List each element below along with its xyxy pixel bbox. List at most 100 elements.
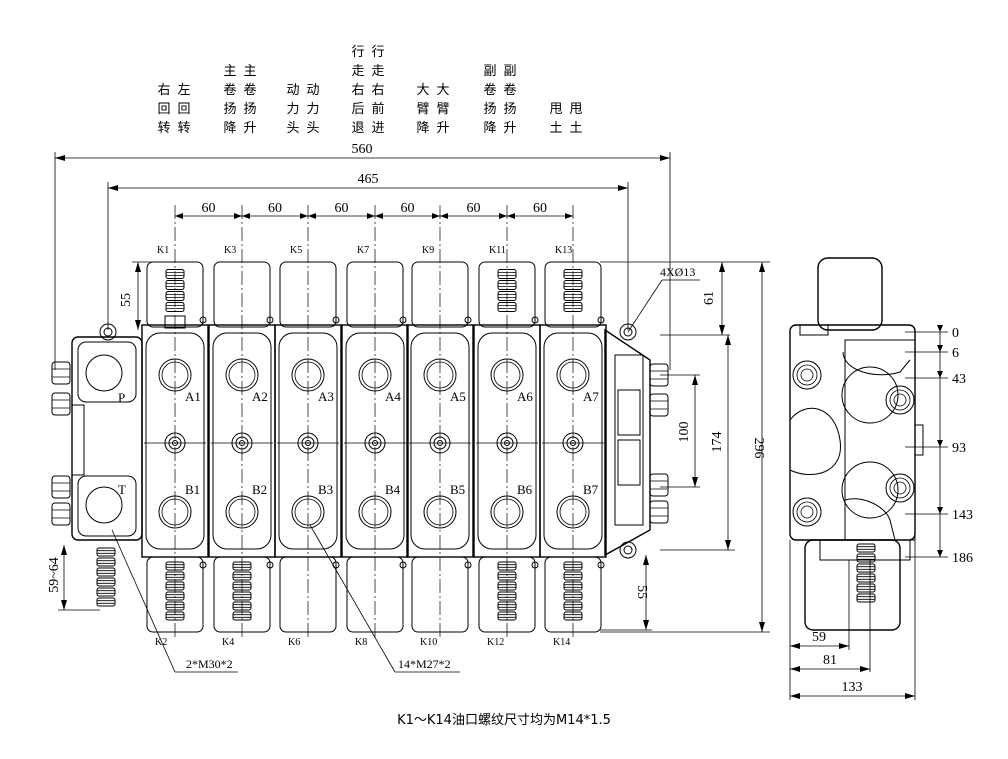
dim-pitch-1: 60 bbox=[202, 201, 216, 216]
function-label-8: 行走右前进 bbox=[371, 45, 384, 136]
dim-pitch-2: 60 bbox=[268, 201, 282, 216]
dim-pitch-5: 60 bbox=[467, 201, 481, 216]
function-label-1: 右回转 bbox=[157, 83, 170, 136]
port-p-label: P bbox=[118, 390, 125, 405]
svg-text:动力头: 动力头 bbox=[286, 83, 299, 136]
dim-59-64: 59~64 bbox=[47, 557, 62, 593]
function-label-10: 大臂升 bbox=[436, 83, 449, 136]
port-k-bottom-label: K2 bbox=[155, 637, 167, 648]
svg-text:行走右后退: 行走右后退 bbox=[351, 45, 364, 136]
function-label-14: 甩土 bbox=[569, 102, 582, 136]
port-k-top-label: K9 bbox=[422, 245, 434, 256]
port-k-bottom-label: K6 bbox=[288, 637, 300, 648]
svg-text:大臂降: 大臂降 bbox=[416, 83, 429, 136]
side-bolt bbox=[792, 497, 822, 527]
thread-note: K1～K14油口螺纹尺寸均为M14*1.5 bbox=[397, 713, 611, 728]
port-t-label: T bbox=[118, 482, 126, 497]
port-k-bottom-label: K10 bbox=[420, 637, 437, 648]
port-b-label: B1 bbox=[185, 482, 200, 497]
svg-text:大臂升: 大臂升 bbox=[436, 83, 449, 136]
port-k-bottom-label: K8 bbox=[355, 637, 367, 648]
port-a-label: A1 bbox=[185, 389, 201, 404]
port-k-top-label: K11 bbox=[489, 245, 506, 256]
callouts: 4XØ13 2*M30*2 14*M27*2 bbox=[111, 265, 700, 673]
port-k-top-label: K1 bbox=[157, 245, 169, 256]
dim-174: 174 bbox=[710, 432, 725, 453]
dim-560: 560 bbox=[352, 142, 373, 157]
svg-text:副卷扬降: 副卷扬降 bbox=[483, 64, 496, 136]
dim-side-143: 143 bbox=[952, 508, 973, 523]
function-label-13: 甩土 bbox=[549, 102, 562, 136]
side-bolt bbox=[885, 473, 915, 503]
dim-pitch-3: 60 bbox=[335, 201, 349, 216]
dim-465: 465 bbox=[358, 172, 379, 187]
dim-61: 61 bbox=[702, 291, 717, 305]
port-b-label: B3 bbox=[318, 482, 333, 497]
dim-55-bottom: 55 bbox=[634, 585, 649, 599]
dim-55-top: 55 bbox=[119, 293, 134, 307]
svg-text:行走右前进: 行走右前进 bbox=[371, 45, 384, 136]
function-label-11: 副卷扬降 bbox=[483, 64, 496, 136]
function-label-3: 主卷扬降 bbox=[223, 64, 236, 136]
svg-text:甩土: 甩土 bbox=[549, 102, 562, 136]
svg-text:左回转: 左回转 bbox=[177, 83, 190, 136]
dim-side-133: 133 bbox=[842, 680, 863, 695]
port-k-bottom-label: K4 bbox=[222, 637, 234, 648]
port-k-bottom-label: K14 bbox=[553, 637, 570, 648]
function-label-7: 行走右后退 bbox=[351, 45, 364, 136]
top-dimensions: 560 465 60 60 60 60 60 60 bbox=[54, 142, 671, 370]
thread-pt-callout: 2*M30*2 bbox=[186, 657, 233, 671]
svg-text:主卷扬升: 主卷扬升 bbox=[243, 64, 256, 136]
dim-side-6: 6 bbox=[952, 346, 959, 361]
svg-text:右回转: 右回转 bbox=[157, 83, 170, 136]
thread-ab-callout: 14*M27*2 bbox=[398, 657, 451, 671]
port-b-label: B7 bbox=[583, 482, 599, 497]
port-k-top-label: K3 bbox=[224, 245, 236, 256]
dim-296: 296 bbox=[751, 438, 766, 459]
dim-side-186: 186 bbox=[952, 551, 973, 566]
dim-side-93: 93 bbox=[952, 441, 966, 456]
dim-pitch-4: 60 bbox=[401, 201, 415, 216]
dim-side-0: 0 bbox=[952, 326, 959, 341]
valve-side-view: 0 6 43 93 143 186 59 81 133 bbox=[789, 257, 973, 700]
dim-side-59: 59 bbox=[812, 630, 826, 645]
port-a-label: A2 bbox=[252, 389, 268, 404]
function-label-2: 左回转 bbox=[177, 83, 190, 136]
port-b-label: B5 bbox=[450, 482, 465, 497]
port-b-label: B4 bbox=[385, 482, 401, 497]
port-b-label: B6 bbox=[517, 482, 533, 497]
port-k-bottom-label: K12 bbox=[487, 637, 504, 648]
svg-text:甩土: 甩土 bbox=[569, 102, 582, 136]
dim-100: 100 bbox=[677, 422, 692, 443]
dim-pitch-6: 60 bbox=[533, 201, 547, 216]
hole-callout: 4XØ13 bbox=[660, 265, 695, 279]
svg-text:动力头: 动力头 bbox=[306, 83, 319, 136]
side-bolt bbox=[885, 385, 915, 415]
port-a-label: A6 bbox=[517, 389, 533, 404]
dim-side-43: 43 bbox=[952, 372, 966, 387]
function-label-9: 大臂降 bbox=[416, 83, 429, 136]
function-label-4: 主卷扬升 bbox=[243, 64, 256, 136]
port-a-label: A4 bbox=[385, 389, 401, 404]
port-k-top-label: K13 bbox=[555, 245, 572, 256]
function-label-12: 副卷扬升 bbox=[503, 64, 516, 136]
port-k-top-label: K5 bbox=[290, 245, 302, 256]
side-bolt bbox=[792, 360, 822, 390]
function-label-6: 动力头 bbox=[306, 83, 319, 136]
port-k-top-label: K7 bbox=[357, 245, 369, 256]
port-a-label: A5 bbox=[450, 389, 466, 404]
port-a-label: A3 bbox=[318, 389, 334, 404]
function-label-5: 动力头 bbox=[286, 83, 299, 136]
port-a-label: A7 bbox=[583, 389, 599, 404]
vertical-dimensions: 55 59~64 55 61 100 174 bbox=[47, 261, 770, 633]
dim-side-81: 81 bbox=[823, 653, 837, 668]
port-b-label: B2 bbox=[252, 482, 267, 497]
svg-text:主卷扬降: 主卷扬降 bbox=[223, 64, 236, 136]
